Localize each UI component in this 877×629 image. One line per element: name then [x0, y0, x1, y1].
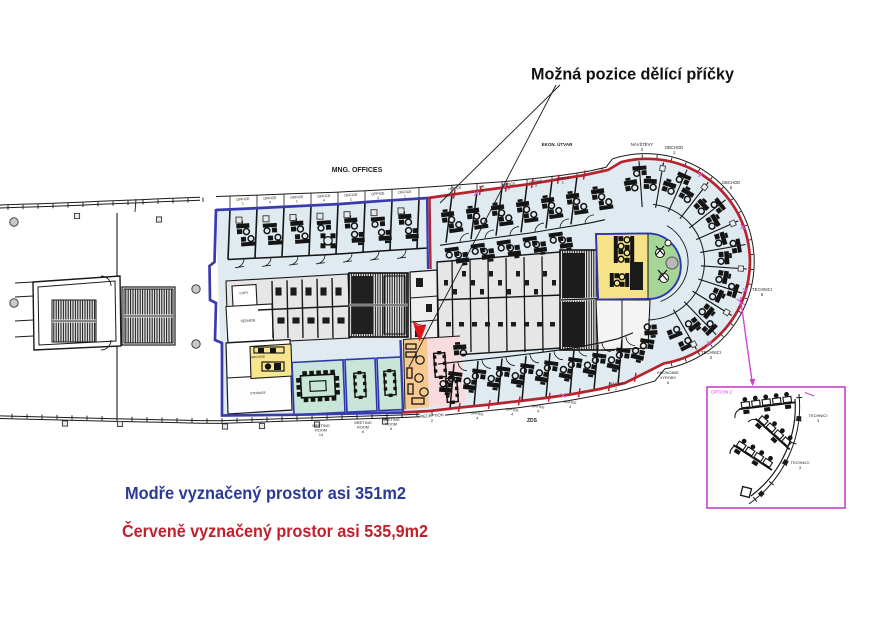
svg-text:MNG. OFFICES: MNG. OFFICES — [332, 167, 383, 174]
svg-text:ZDS: ZDS — [527, 418, 538, 424]
svg-text:NÁKUP: NÁKUP — [609, 381, 623, 386]
svg-text:OFFICE: OFFICE — [505, 407, 519, 412]
svg-text:OFFICE: OFFICE — [448, 186, 462, 192]
svg-text:4: 4 — [269, 200, 271, 204]
svg-text:OFFICE: OFFICE — [563, 400, 577, 405]
svg-text:3: 3 — [799, 465, 802, 470]
svg-text:OFFICE: OFFICE — [236, 197, 250, 202]
svg-text:OFFICE: OFFICE — [263, 196, 277, 201]
svg-text:MEETING: MEETING — [312, 424, 329, 428]
svg-text:OFFICE: OFFICE — [531, 404, 545, 409]
svg-text:3: 3 — [817, 418, 820, 423]
svg-text:OFFICE: OFFICE — [344, 193, 358, 198]
svg-text:2: 2 — [615, 386, 618, 391]
svg-text:OPTION 2: OPTION 2 — [711, 390, 733, 395]
svg-text:6: 6 — [390, 427, 392, 431]
svg-text:OFFICE: OFFICE — [529, 179, 543, 185]
svg-text:2: 2 — [641, 147, 644, 152]
svg-text:3: 3 — [535, 184, 537, 188]
svg-text:EKONOMIE: EKONOMIE — [657, 370, 679, 375]
svg-text:ROOM: ROOM — [315, 429, 327, 433]
svg-text:6: 6 — [667, 380, 670, 385]
svg-text:1: 1 — [350, 197, 352, 201]
svg-text:2: 2 — [431, 418, 434, 423]
svg-text:1: 1 — [404, 194, 406, 198]
svg-text:MEETING: MEETING — [354, 421, 371, 425]
svg-text:3: 3 — [508, 187, 510, 191]
svg-text:4: 4 — [537, 409, 539, 413]
svg-text:TECHNICI: TECHNICI — [809, 413, 828, 418]
svg-text:TECHNICI: TECHNICI — [701, 350, 721, 355]
svg-text:OFFICE: OFFICE — [398, 190, 412, 195]
svg-text:RECEPTION: RECEPTION — [420, 412, 444, 419]
svg-text:14: 14 — [319, 433, 323, 437]
svg-text:ARCHIVE: ARCHIVE — [251, 355, 265, 360]
svg-text:2: 2 — [710, 355, 713, 360]
svg-text:OBCHOD: OBCHOD — [722, 180, 740, 185]
svg-text:4: 4 — [569, 405, 571, 409]
svg-text:TECHNICI: TECHNICI — [752, 287, 772, 292]
svg-text:ROOM: ROOM — [385, 423, 397, 427]
svg-text:ROOM: ROOM — [357, 426, 369, 430]
svg-text:1: 1 — [562, 180, 564, 184]
svg-text:OFFICE: OFFICE — [470, 411, 484, 416]
svg-text:1: 1 — [296, 199, 298, 203]
svg-text:6: 6 — [362, 430, 364, 434]
svg-text:Červeně vyznačený prostor asi: Červeně vyznačený prostor asi 535,9m2 — [122, 520, 428, 541]
svg-text:4: 4 — [377, 196, 379, 200]
svg-text:VÝROBY: VÝROBY — [660, 375, 677, 380]
svg-text:NÁVŠTĚVY: NÁVŠTĚVY — [631, 142, 654, 147]
svg-text:OFFICE: OFFICE — [290, 195, 304, 200]
svg-text:1: 1 — [242, 201, 244, 205]
svg-text:2: 2 — [481, 189, 483, 193]
svg-text:6: 6 — [761, 292, 764, 297]
svg-text:SERVER: SERVER — [240, 319, 255, 324]
svg-text:TECHNICI: TECHNICI — [791, 460, 810, 465]
svg-text:COPY: COPY — [239, 291, 249, 296]
svg-text:MEETING: MEETING — [382, 418, 399, 422]
svg-text:1: 1 — [454, 190, 456, 194]
svg-text:HR: HR — [479, 184, 485, 189]
svg-text:Možná pozice dělící příčky: Možná pozice dělící příčky — [531, 65, 735, 84]
svg-text:OFFICE: OFFICE — [317, 194, 331, 199]
svg-text:OFFICE: OFFICE — [371, 191, 385, 196]
svg-text:EKON. ÚTVAR: EKON. ÚTVAR — [542, 141, 573, 147]
svg-text:Modře vyznačený prostor asi 35: Modře vyznačený prostor asi 351m2 — [125, 483, 406, 503]
svg-text:OFFICE: OFFICE — [502, 182, 516, 188]
svg-text:6: 6 — [730, 185, 733, 190]
svg-text:OFFICE: OFFICE — [556, 176, 570, 182]
svg-text:STORAGE: STORAGE — [250, 391, 266, 396]
svg-text:4: 4 — [323, 198, 325, 202]
svg-text:4: 4 — [511, 412, 513, 416]
svg-text:1: 1 — [673, 150, 676, 155]
svg-text:4: 4 — [476, 416, 478, 420]
svg-text:OBCHOD: OBCHOD — [665, 145, 683, 150]
